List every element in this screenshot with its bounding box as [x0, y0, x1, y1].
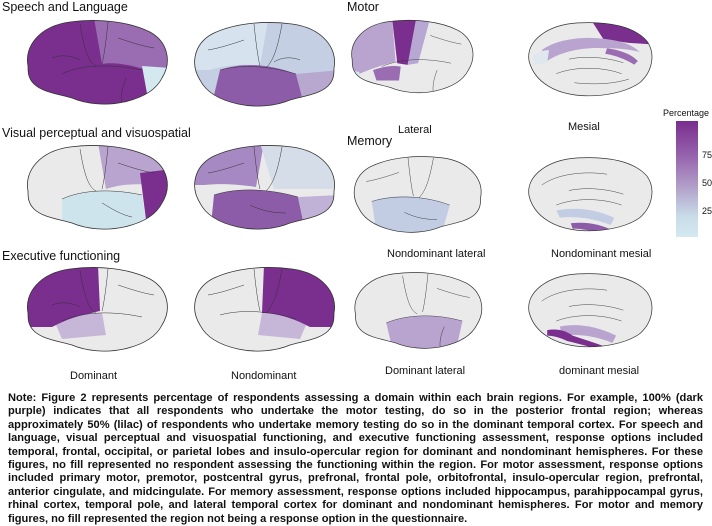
dominant-lateral-label: Dominant lateral [385, 365, 466, 377]
nondominant-mesial-label: Nondominant mesial [551, 248, 652, 260]
speech-dominant-brain [22, 18, 172, 110]
visual-perceptual-header: Visual perceptual and visuospatial [2, 126, 191, 140]
figure-note: Note: Figure 2 represents percentage of … [8, 392, 703, 525]
motor-mesial-brain [520, 18, 656, 104]
executive-dominant-brain [22, 265, 172, 357]
nondominant-label: Nondominant [231, 370, 297, 382]
memory-nondominant-mesial-brain [520, 152, 656, 240]
nondominant-lateral-label: Nondominant lateral [387, 248, 486, 260]
memory-header: Memory [347, 134, 393, 148]
memory-dominant-lateral-brain [350, 268, 486, 356]
dominant-label: Dominant [70, 370, 118, 382]
visual-dominant-brain [22, 143, 172, 235]
legend-title: Percentage [663, 108, 710, 118]
executive-nondominant-brain [190, 265, 340, 357]
speech-nondominant-brain [190, 20, 340, 112]
percentage-colorbar [676, 121, 698, 237]
motor-lateral-brain [347, 16, 477, 100]
dominant-mesial-label: dominant mesial [559, 365, 640, 377]
legend-tick-75: 75 [702, 150, 712, 160]
mesial-label: Mesial [568, 121, 600, 133]
motor-header: Motor [347, 0, 379, 14]
speech-language-header: Speech and Language [2, 0, 128, 14]
legend-tick-50: 50 [702, 178, 712, 188]
memory-nondominant-lateral-brain [350, 152, 486, 240]
visual-nondominant-brain [190, 143, 340, 235]
legend-tick-25: 25 [702, 206, 712, 216]
lateral-label: Lateral [398, 124, 432, 136]
executive-functioning-header: Executive functioning [2, 249, 121, 263]
memory-dominant-mesial-brain [520, 268, 656, 356]
